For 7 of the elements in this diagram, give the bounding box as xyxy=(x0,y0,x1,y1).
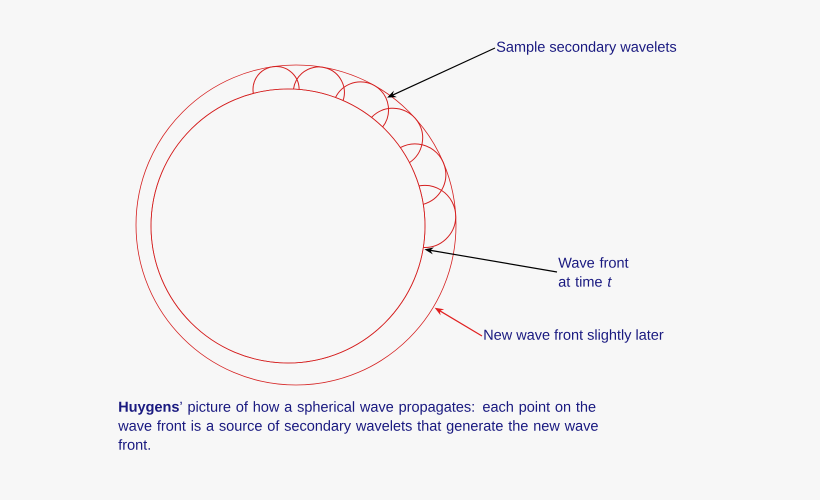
wave-front-circle xyxy=(136,64,456,386)
label-text: Sample secondary wavelets xyxy=(496,41,676,55)
wavelet-arc xyxy=(335,81,390,128)
wave-front-circle xyxy=(150,88,426,364)
label-text: New wave front slightly later xyxy=(484,329,664,343)
caption: Huygens’ picture of how a spherical wave propagates: each point on the wave front is a source of secondary wavelets that generate the new wave front. xyxy=(118,401,598,450)
label-text: Wave front at time t xyxy=(558,257,628,287)
